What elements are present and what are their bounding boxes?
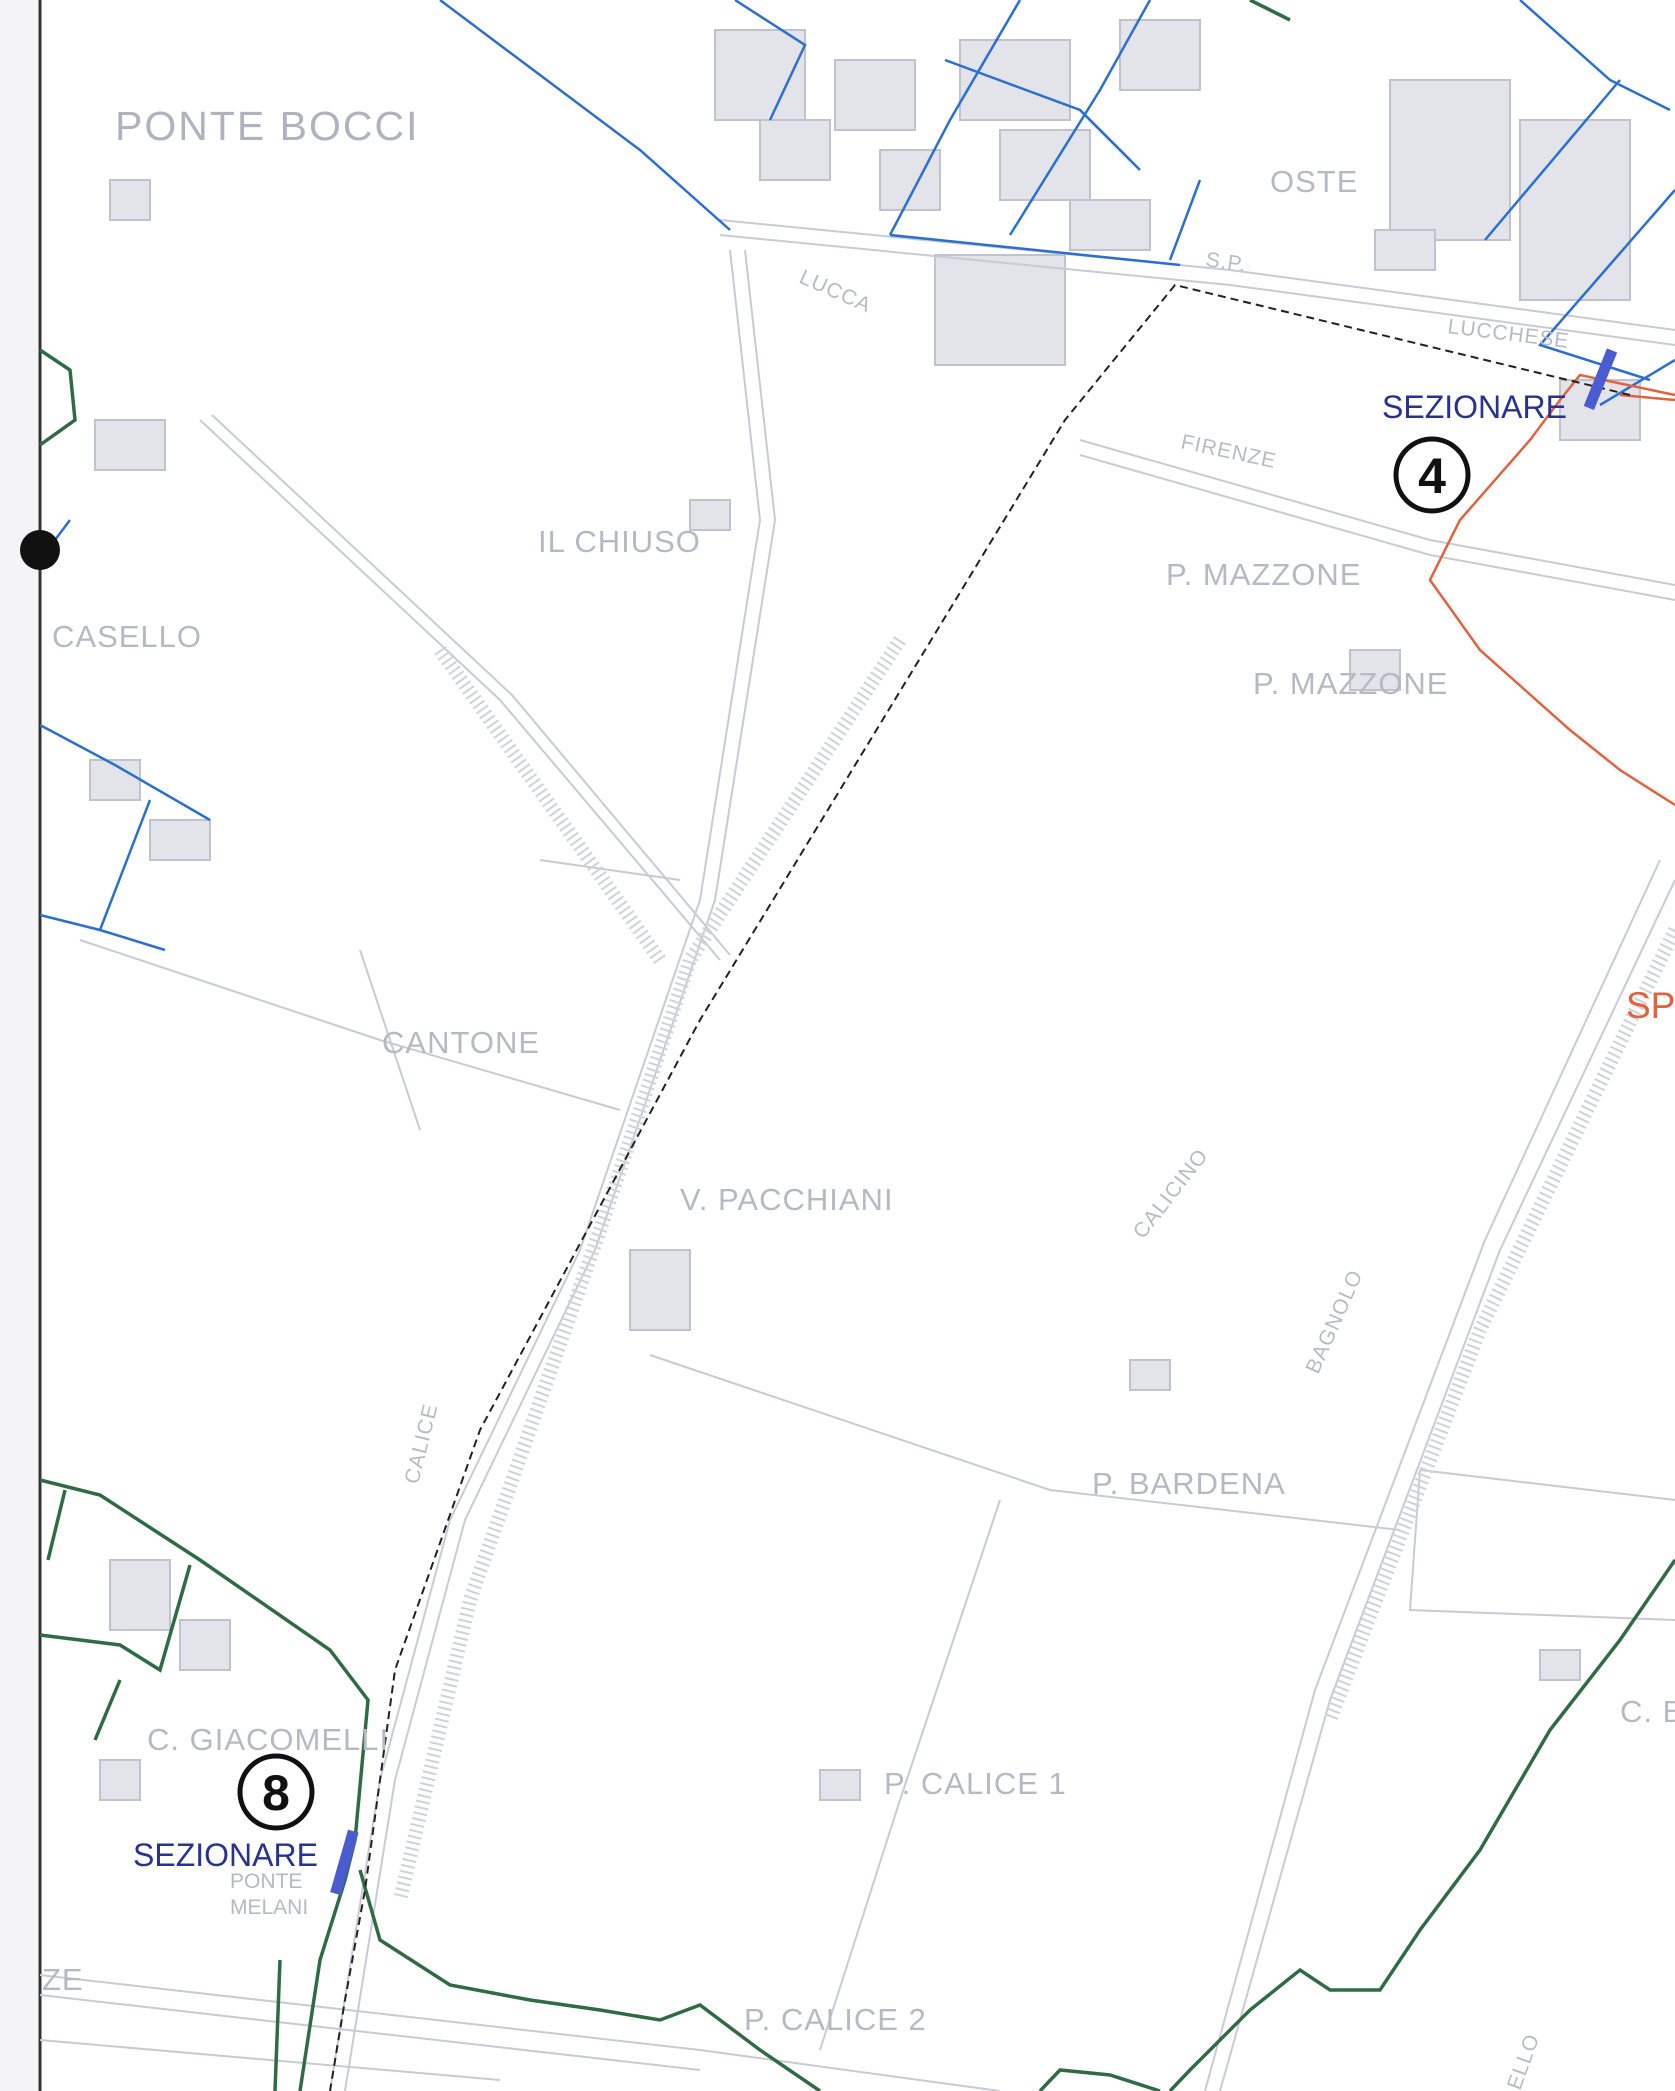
- label-ponte-bocci: PONTE BOCCI: [115, 103, 419, 149]
- label-ponte: PONTE: [230, 1870, 302, 1893]
- road-ello-partial: ELLO: [1503, 2031, 1544, 2091]
- label-p-mazzone-1: P. MAZZONE: [1166, 557, 1361, 592]
- label-p-bardena: P. BARDENA: [1092, 1466, 1286, 1501]
- label-casello: CASELLO: [52, 619, 202, 654]
- road-firenze: FIRENZE: [1179, 430, 1279, 473]
- sezionare-bars: [330, 348, 1618, 1896]
- label-v-pacchiani: V. PACCHIANI: [680, 1182, 894, 1217]
- road-calice: CALICE: [401, 1401, 443, 1486]
- place-labels: PONTE BOCCI OSTE IL CHIUSO CASELLO P. MA…: [42, 103, 1675, 2037]
- road-sp: S.P.: [1204, 248, 1248, 276]
- marker-4-circle: [1393, 436, 1471, 514]
- dashed-boundary: [329, 283, 1631, 2091]
- label-c-b-partial: C. B: [1620, 1694, 1675, 1729]
- label-p-calice-2: P. CALICE 2: [744, 2002, 927, 2037]
- label-oste: OSTE: [1270, 164, 1358, 199]
- green-network-lines: [38, 0, 1675, 2091]
- label-il-chiuso: IL CHIUSO: [538, 524, 701, 559]
- road-calicino: CALICINO: [1129, 1144, 1213, 1243]
- label-melani: MELANI: [230, 1896, 308, 1919]
- label-c-giacomelli: C. GIACOMELLI: [147, 1722, 389, 1757]
- label-p-mazzone-2: P. MAZZONE: [1253, 666, 1448, 701]
- frame-border: [0, 0, 42, 2091]
- marker-8-label: SEZIONARE: [133, 1837, 318, 1873]
- basemap: [39, 19, 1675, 2091]
- partial-marker-left: [20, 530, 60, 570]
- road-lucca: LUCCA: [796, 266, 875, 318]
- marker-8-number: 8: [262, 1765, 290, 1821]
- marker-8-circle: [237, 1753, 315, 1831]
- marker-4-label: SEZIONARE: [1382, 389, 1567, 425]
- label-p-calice-1: P. CALICE 1: [884, 1766, 1067, 1801]
- label-cantone: CANTONE: [382, 1025, 540, 1060]
- marker-8[interactable]: 8 SEZIONARE: [133, 1753, 318, 1873]
- red-line: [1428, 373, 1675, 807]
- label-sp-partial: SP: [1626, 985, 1675, 1026]
- label-ze-partial: ZE: [42, 1962, 84, 1997]
- railway: [393, 636, 1675, 1902]
- marker-4-number: 4: [1418, 448, 1446, 504]
- road-bagnolo: BAGNOLO: [1302, 1266, 1368, 1377]
- road-lucchese: LUCCHESE: [1446, 315, 1570, 353]
- marker-4[interactable]: 4 SEZIONARE: [1382, 389, 1567, 514]
- blue-network-lines: [39, 0, 1675, 952]
